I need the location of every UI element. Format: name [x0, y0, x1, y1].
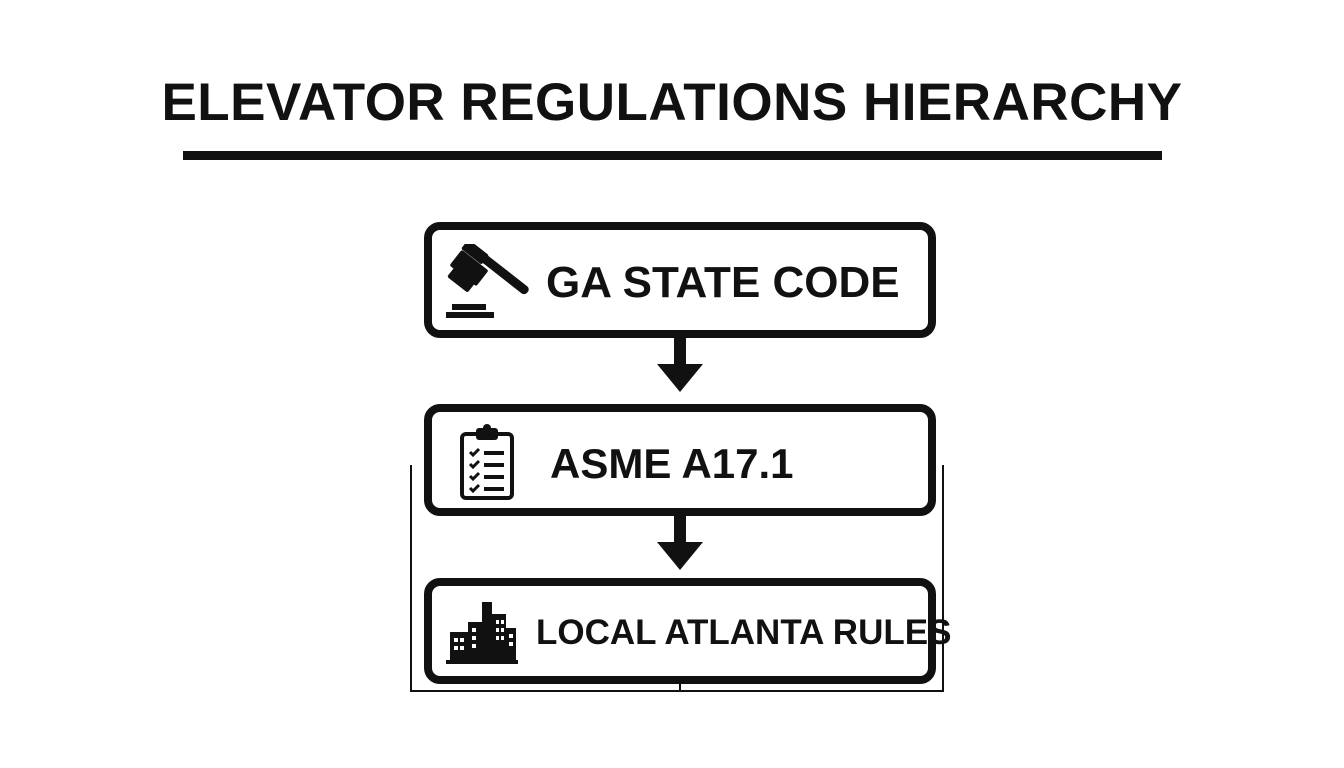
grouping-bracket: [410, 465, 944, 692]
node-asme-a17-1: ASME A17.1: [424, 404, 936, 516]
node-local-atlanta-rules: LOCAL ATLANTA RULES: [424, 578, 951, 684]
node-label: GA STATE CODE: [546, 258, 900, 307]
node-label: ASME A17.1: [550, 440, 794, 487]
arrow-down-icon: [657, 514, 703, 570]
clipboard-checklist-icon: [460, 424, 514, 500]
node-label: LOCAL ATLANTA RULES: [536, 613, 952, 652]
grouping-bracket-tick: [679, 680, 681, 692]
title-underline: [183, 151, 1162, 160]
node-ga-state-code: GA STATE CODE: [424, 222, 936, 338]
arrow-down-icon: [657, 336, 703, 392]
gavel-icon: [446, 244, 529, 318]
city-buildings-icon: [446, 602, 518, 664]
diagram-title: ELEVATOR REGULATIONS HIERARCHY: [161, 73, 1183, 132]
